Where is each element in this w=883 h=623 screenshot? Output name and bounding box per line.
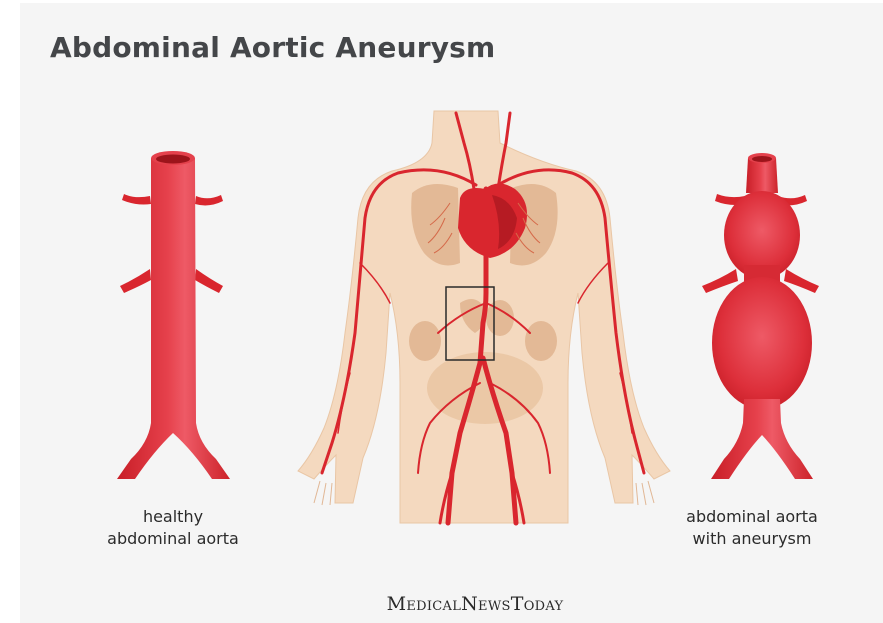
caption-aneurysm: abdominal aorta with aneurysm — [652, 506, 852, 550]
healthy-aorta — [117, 151, 230, 479]
aneurysm-aorta — [702, 153, 819, 479]
infographic-panel: Abdominal Aortic Aneurysm — [20, 3, 883, 623]
caption-aneurysm-line2: with aneurysm — [652, 528, 852, 550]
brand-logo: MedicalNewsToday — [340, 593, 610, 615]
caption-healthy-line1: healthy — [73, 506, 273, 528]
human-body — [298, 111, 670, 523]
caption-healthy: healthy abdominal aorta — [73, 506, 273, 550]
caption-healthy-line2: abdominal aorta — [73, 528, 273, 550]
caption-aneurysm-line1: abdominal aorta — [652, 506, 852, 528]
